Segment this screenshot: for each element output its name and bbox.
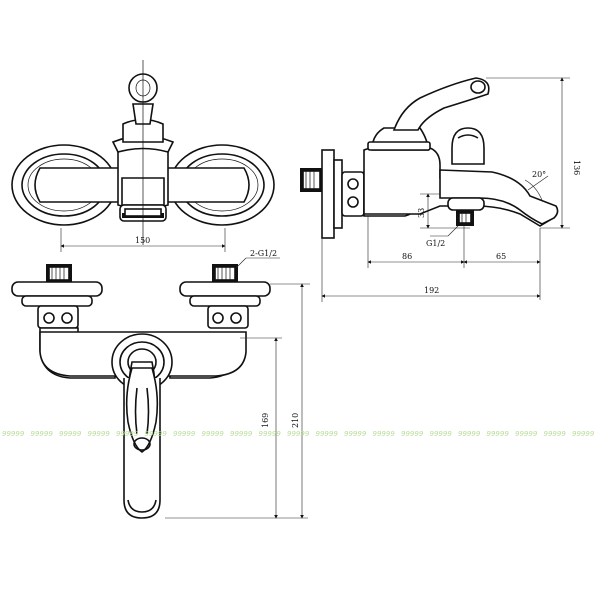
watermark-text: 99999 <box>487 430 510 438</box>
watermark-text: 99999 <box>259 430 282 438</box>
watermark-text: 99999 <box>401 430 424 438</box>
label-192: 192 <box>424 286 439 295</box>
label-33: 33 <box>417 208 426 218</box>
label-86: 86 <box>402 252 412 261</box>
dimension-150: 150 <box>60 228 226 252</box>
label-150: 150 <box>135 236 150 245</box>
watermark-text: 99999 <box>458 430 481 438</box>
watermark-text: 99999 <box>344 430 367 438</box>
label-169: 169 <box>261 413 270 428</box>
label-connection: 2-G1/2 <box>235 249 280 269</box>
watermark-text: 99999 <box>316 430 339 438</box>
watermark-text: 99999 <box>31 430 54 438</box>
watermark-text: 99999 <box>116 430 139 438</box>
watermark-text: 99999 <box>59 430 82 438</box>
label-210: 210 <box>291 413 300 428</box>
watermark-text: 99999 <box>287 430 310 438</box>
watermark-text: 99999 <box>230 430 253 438</box>
watermark-text: 99999 <box>202 430 225 438</box>
watermark-text: 99999 <box>2 430 25 438</box>
watermark-text: 99999 <box>173 430 196 438</box>
label-2-g12: 2-G1/2 <box>250 249 277 258</box>
side-dimensions: 136 20° 33 G1/2 86 65 192 <box>321 77 581 302</box>
watermark-text: 99999 <box>373 430 396 438</box>
watermark-text: 99999 <box>145 430 168 438</box>
side-view <box>300 77 559 239</box>
label-20deg: 20° <box>532 170 546 179</box>
watermark-text: 99999 <box>572 430 595 438</box>
top-view <box>11 60 275 245</box>
label-65: 65 <box>496 252 506 261</box>
watermark-text: 99999 <box>544 430 567 438</box>
watermark-text: 99999 <box>515 430 538 438</box>
dimension-169-210: 169 210 <box>165 283 310 519</box>
label-136: 136 <box>572 160 581 175</box>
front-view <box>11 264 271 519</box>
watermark-row: 99999 99999 99999 99999 99999 99999 99999 99999… <box>2 430 595 438</box>
label-g12: G1/2 <box>426 239 445 248</box>
watermark-text: 99999 <box>88 430 111 438</box>
watermark-text: 99999 <box>430 430 453 438</box>
